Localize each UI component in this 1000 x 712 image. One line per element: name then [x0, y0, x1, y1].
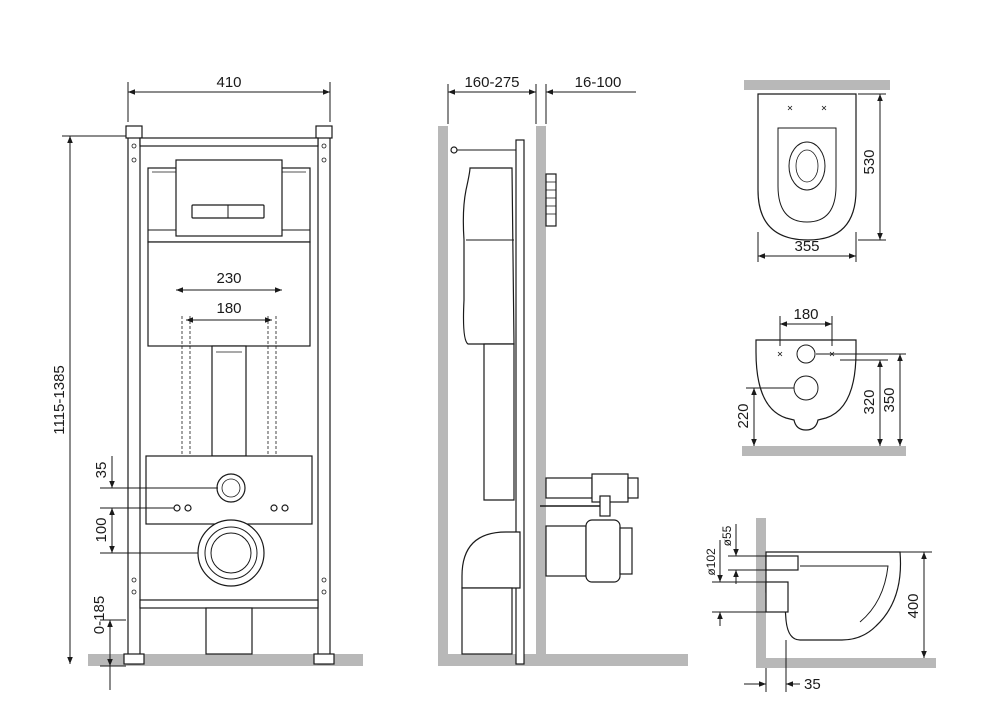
bowl-back-h220-label: 220	[735, 403, 752, 428]
bowl-top-view: 530 355	[744, 80, 890, 262]
side-front-wall	[536, 126, 546, 666]
side-waste-connector	[545, 525, 587, 577]
front-left-top-bracket	[125, 125, 143, 139]
front-offset35-label: 35	[93, 462, 110, 479]
front-top-crossbar	[139, 137, 319, 147]
front-water-inlet	[216, 473, 246, 503]
bowl-side-inlet	[765, 555, 799, 571]
front-bottom-label: 0-185	[91, 596, 108, 634]
bowl-side-d55-label: ø55	[720, 525, 734, 546]
front-width-label: 410	[216, 74, 241, 91]
front-right-top-bracket	[315, 125, 333, 139]
bowl-back-h350-label: 350	[881, 387, 898, 412]
front-offset100-label: 100	[93, 517, 110, 542]
bowl-top-width-label: 355	[794, 238, 819, 255]
front-floor	[88, 654, 363, 666]
front-fix180-label: 180	[216, 300, 241, 317]
front-bottom-spigot	[205, 607, 253, 655]
side-frame-post	[515, 139, 525, 665]
bowl-top-length-label: 530	[861, 149, 878, 174]
bowl-back-h320-label: 320	[861, 389, 878, 414]
bowl-back-outline	[755, 339, 857, 431]
bowl-side-outline	[765, 551, 902, 641]
bowl-side-view: ø55 ø102 400 35	[704, 518, 936, 693]
bowl-side-outlet	[765, 581, 789, 613]
bowl-top-opening	[788, 141, 826, 191]
bowl-side-height-label: 400	[905, 593, 922, 618]
side-water-connector	[545, 477, 593, 499]
front-right-foot	[313, 653, 335, 665]
side-cistern	[462, 167, 515, 345]
bowl-side-floor	[756, 658, 936, 668]
front-drain-pipe	[211, 345, 247, 457]
side-depth-label: 160-275	[464, 74, 519, 91]
front-fix230-label: 230	[216, 270, 241, 287]
front-left-foot	[123, 653, 145, 665]
front-bottom-crossbar	[139, 599, 319, 609]
bowl-back-view: 180 220 320 350	[735, 306, 906, 456]
front-left-post	[127, 135, 141, 665]
side-floor	[438, 654, 688, 666]
front-view: 410 230 180 1115-1385 35 100 0-185	[51, 74, 363, 690]
front-height-label: 1115-1385	[51, 365, 68, 435]
bowl-side-d102-label: ø102	[704, 548, 718, 576]
front-waste-outlet	[197, 519, 265, 587]
bowl-side-offset-label: 35	[804, 676, 821, 693]
side-pipe-bend	[461, 531, 521, 589]
side-view: 160-275 16-100	[438, 74, 688, 666]
side-waste-outlet	[585, 519, 621, 583]
front-right-post	[317, 135, 331, 665]
side-drain-pipe	[483, 343, 515, 501]
bowl-back-floor	[742, 446, 906, 456]
side-wall-label: 16-100	[575, 74, 622, 91]
side-flush-spigot	[545, 173, 557, 227]
bowl-back-fix-label: 180	[793, 306, 818, 323]
bowl-side-wall	[756, 518, 766, 668]
front-flush-plate	[175, 159, 283, 237]
bowl-top-wall	[744, 80, 890, 90]
side-back-wall	[438, 126, 448, 666]
front-cistern-lower	[147, 241, 311, 347]
bowl-top-outline	[757, 93, 857, 241]
side-bottom-spigot	[461, 587, 513, 655]
